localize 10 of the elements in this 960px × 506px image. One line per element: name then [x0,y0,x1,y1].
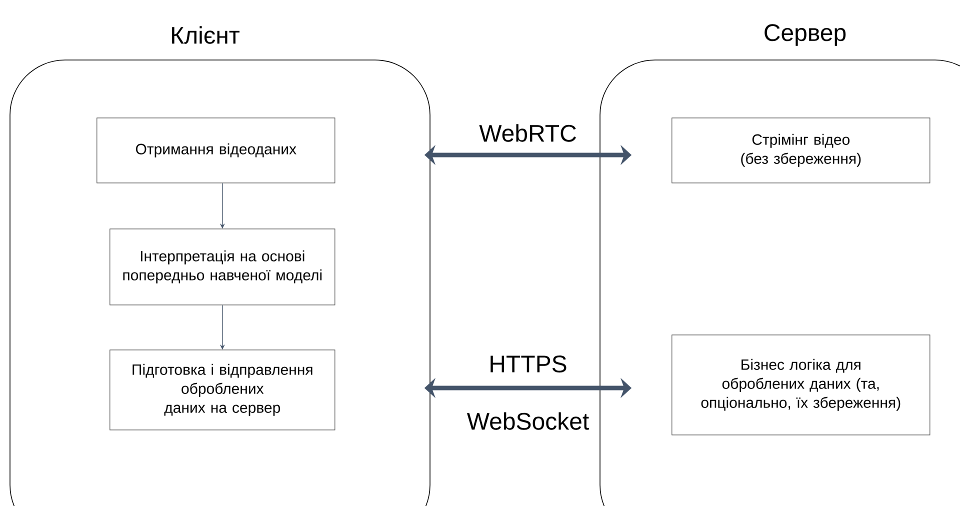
node-label: Клієнт [172,26,240,44]
process-box: Стрімінг відео (без збереження) [672,118,930,184]
process-box: Підготовка і відправлення оброблених даних на сервер [110,350,336,430]
process-box: Отримання відеоданих [96,118,336,184]
edge-label: WebRTC [478,123,578,143]
process-box: Бізнес логіка для оброблених даних (та, опціонально, їх збереження) [672,334,930,436]
node-label: Сервер [764,24,846,46]
process-box: Інтерпретація на основі попередньо навченої моделі [110,228,336,306]
protocol-label: WebSocket [466,412,589,430]
edge-label: HTTPS [488,354,568,374]
